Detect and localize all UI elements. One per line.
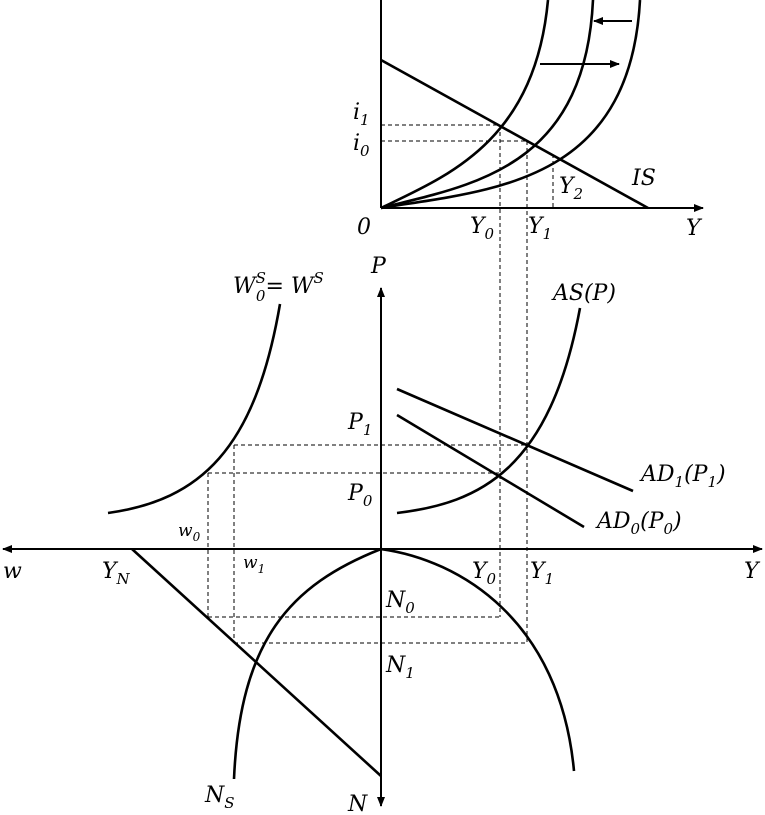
ad1-curve xyxy=(396,387,634,493)
production-function-curve xyxy=(380,547,576,772)
as-curve xyxy=(396,307,582,515)
n0-label: N0 xyxy=(385,588,415,617)
w-axis-label: w xyxy=(3,559,22,584)
ad0-label: AD0(P0) xyxy=(595,509,682,538)
n-axis-label: N xyxy=(347,792,368,815)
top-y-axis-label: Y xyxy=(686,216,703,241)
lm-curve-right xyxy=(380,0,642,210)
lm-curve-middle xyxy=(380,0,595,210)
yn-label: YN xyxy=(102,559,131,588)
as-label: AS(P) xyxy=(551,281,616,306)
is-label: IS xyxy=(631,166,656,191)
wage-supply-curve xyxy=(107,303,282,515)
i1-label: i1 xyxy=(353,100,370,129)
p0-label: P0 xyxy=(347,481,373,510)
is-curve xyxy=(380,58,649,210)
y0-mid-label: Y0 xyxy=(472,559,497,588)
y1-mid-label: Y1 xyxy=(530,559,554,588)
w1-label: w1 xyxy=(243,553,265,576)
y-mid-axis-label: Y xyxy=(744,559,761,584)
n1-label: N1 xyxy=(385,653,415,682)
y0-top-label: Y0 xyxy=(470,214,495,243)
ns-label: NS xyxy=(204,783,235,812)
y1-top-label: Y1 xyxy=(528,214,552,243)
p-axis-label: P xyxy=(370,254,387,279)
i0-label: i0 xyxy=(353,131,370,160)
top-origin-label: 0 xyxy=(357,215,371,240)
ad1-label: AD1(P1) xyxy=(639,462,726,491)
p1-label: P1 xyxy=(347,410,372,439)
w0-label: w0 xyxy=(178,521,201,544)
lm-curve-left xyxy=(380,0,550,210)
y2-top-label: Y2 xyxy=(559,174,583,203)
labor-supply-curve xyxy=(232,547,382,780)
ad0-curve xyxy=(396,413,585,529)
